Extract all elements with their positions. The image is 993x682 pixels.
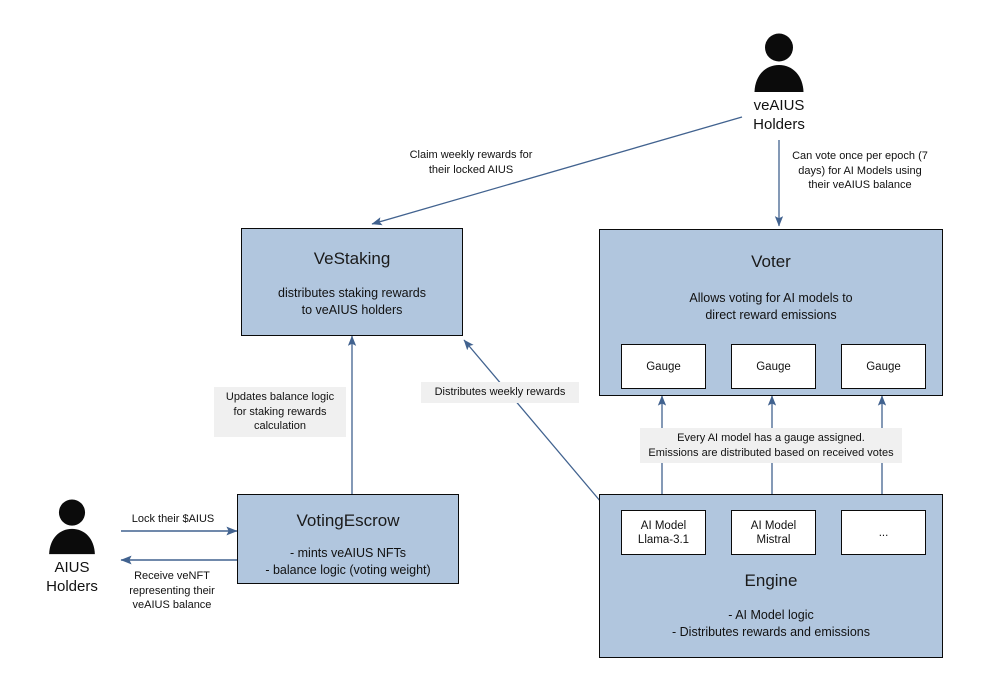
actor-aius-holders-label: AIUS Holders [46,559,98,595]
node-vestaking[interactable]: VeStaking distributes staking rewards to… [241,228,463,336]
annotation-distributes-weekly: Distributes weekly rewards [421,382,579,403]
ai-model-box-3[interactable]: ... [841,510,926,555]
gauge-box-2[interactable]: Gauge [731,344,816,389]
edge-engine-to-vestaking [463,339,602,503]
ai-model-box-1[interactable]: AI Model Llama-3.1 [621,510,706,555]
node-engine-title: Engine [744,571,798,590]
annotation-receive-venft: Receive veNFT representing their veAIUS … [129,570,215,611]
gauge-box-1[interactable]: Gauge [621,344,706,389]
node-voter-title: Voter [751,252,791,271]
node-voter[interactable]: Voter Allows voting for AI models to dir… [599,229,943,396]
person-icon [49,499,95,555]
annotation-claim-rewards: Claim weekly rewards for their locked AI… [409,149,533,176]
ai-model-box-2[interactable]: AI Model Mistral [731,510,816,555]
actor-veaius-holders-label: veAIUS Holders [753,97,805,133]
node-vestaking-subtitle: distributes staking rewards to veAIUS ho… [278,286,426,317]
annotation-lock-aius: Lock their $AIUS [131,513,215,525]
node-engine-subtitle: - AI Model logic - Distributes rewards a… [672,608,870,639]
node-votingescrow-subtitle: - mints veAIUS NFTs - balance logic (vot… [265,546,431,577]
node-engine[interactable]: AI Model Llama-3.1 AI Model Mistral ... … [599,494,943,658]
actor-veaius-holders: veAIUS Holders [712,32,846,134]
person-icon [754,33,804,92]
annotation-gauge-assigned: Every AI model has a gauge assigned. Emi… [640,428,902,463]
gauge-box-3[interactable]: Gauge [841,344,926,389]
node-votingescrow[interactable]: VotingEscrow - mints veAIUS NFTs - balan… [237,494,459,584]
annotation-updates-balance: Updates balance logic for staking reward… [214,387,346,437]
actor-aius-holders: AIUS Holders [22,498,122,596]
annotation-can-vote: Can vote once per epoch (7 days) for AI … [792,150,928,191]
node-voter-subtitle: Allows voting for AI models to direct re… [689,291,853,322]
node-votingescrow-title: VotingEscrow [296,511,400,530]
node-vestaking-title: VeStaking [313,249,391,268]
